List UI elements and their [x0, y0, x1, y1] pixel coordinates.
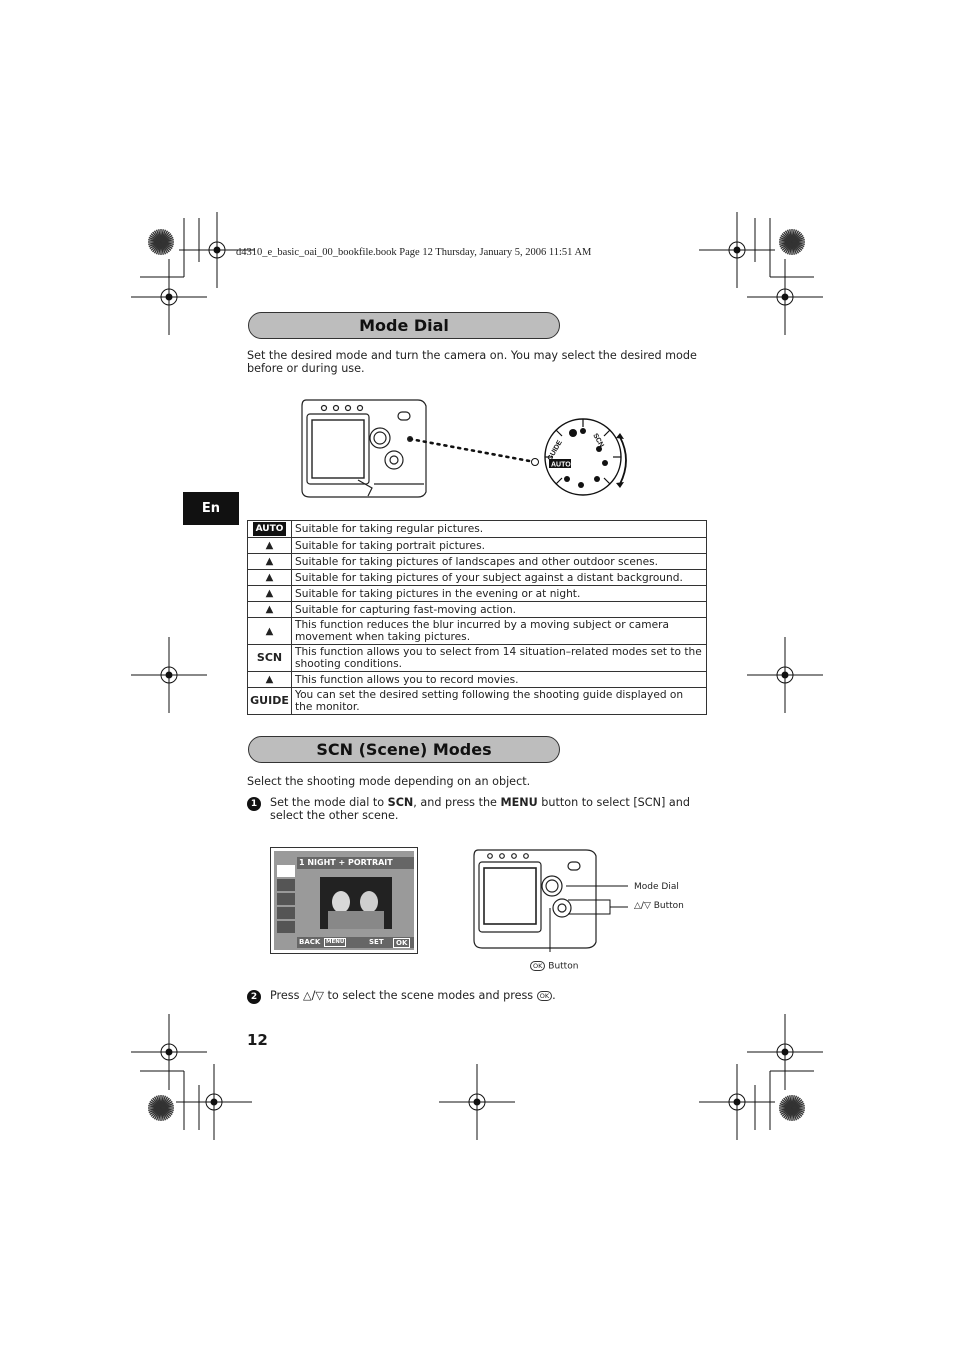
scn-label-text: SCN: [256, 651, 283, 664]
step-1-text-mid: , and press the: [413, 796, 501, 809]
mode-row: ▲Suitable for taking pictures of your su…: [247, 569, 707, 586]
lcd-header: 1 NIGHT + PORTRAIT: [297, 857, 414, 869]
mode-row: ▲This function reduces the blur incurred…: [247, 617, 707, 645]
guide-label-text: GUIDE: [250, 694, 289, 707]
step-1-text-pre: Set the mode dial to: [270, 796, 388, 809]
camera-back-illustration: [473, 849, 628, 952]
mode-description: Suitable for taking pictures of your sub…: [291, 569, 707, 586]
step-2-text-post: .: [552, 989, 556, 1002]
mode-table: AUTO Suitable for taking regular pictures…: [247, 520, 707, 715]
step-1-text-post: button to select [SCN] and select the ot…: [270, 796, 690, 822]
mode-row: ▲Suitable for taking pictures of landsca…: [247, 553, 707, 570]
step-2: 2 Press △/▽ to select the scene modes an…: [247, 989, 709, 1005]
lcd-footer: BACK MENU SET OK: [297, 937, 414, 948]
ok-button-callout-text: Button: [548, 961, 579, 972]
mode-description: You can set the desired setting followin…: [291, 687, 707, 715]
svg-text:AUTO: AUTO: [551, 462, 571, 469]
indoor-icon: [277, 893, 295, 905]
ok-button-callout: OK Button: [530, 961, 578, 972]
auto-icon: AUTO: [247, 520, 292, 538]
mode-description: Suitable for taking regular pictures.: [291, 520, 707, 538]
step-1: 1 Set the mode dial to SCN, and press th…: [247, 796, 709, 821]
mode-row: ▲Suitable for capturing fast-moving acti…: [247, 601, 707, 618]
scn-modes-heading: SCN (Scene) Modes: [248, 736, 560, 763]
mode-dial-heading: Mode Dial: [248, 312, 560, 339]
page-number: 12: [247, 1031, 268, 1049]
guide-label: GUIDE: [247, 687, 292, 715]
mode-dial-callout: Mode Dial: [634, 882, 679, 892]
mode-row: ▲Suitable for taking portrait pictures.: [247, 537, 707, 554]
movie-icon: ▲: [247, 671, 292, 688]
mode-row: ▲This function allows you to record movi…: [247, 671, 707, 688]
lcd-icon-column: [277, 865, 295, 937]
lcd-screen-illustration: 1 NIGHT + PORTRAIT BACK MENU SET OK: [270, 847, 418, 954]
camera-mode-dial-illustration: GUIDE AUTO SCN: [301, 399, 627, 498]
mode-description: Suitable for capturing fast-moving actio…: [291, 601, 707, 618]
scn-intro: Select the shooting mode depending on an…: [247, 775, 531, 788]
step-2-number: 2: [247, 990, 261, 1005]
step-1-number: 1: [247, 797, 261, 812]
lcd-inner: 1 NIGHT + PORTRAIT BACK MENU SET OK: [274, 851, 414, 950]
landscape-icon: ▲: [247, 553, 292, 570]
step-1-scn: SCN: [387, 796, 414, 809]
ok-icon: OK: [536, 991, 553, 1001]
step-1-menu: MENU: [500, 796, 538, 809]
sport-icon: [277, 879, 295, 891]
mode-description: This function reduces the blur incurred …: [291, 617, 707, 645]
mode-description: Suitable for taking pictures in the even…: [291, 585, 707, 602]
mode-row: AUTO Suitable for taking regular pictures…: [247, 520, 707, 538]
candle-icon: [277, 907, 295, 919]
night-scene-icon: ▲: [247, 585, 292, 602]
mode-row: ▲Suitable for taking pictures in the eve…: [247, 585, 707, 602]
mode-description: This function allows you to select from …: [291, 644, 707, 672]
scn-label: SCN: [247, 644, 292, 672]
menu-label: MENU: [324, 938, 347, 947]
mode-dial-intro: Set the desired mode and turn the camera…: [247, 349, 697, 375]
sport-icon: ▲: [247, 601, 292, 618]
landscape-portrait-icon: ▲: [247, 569, 292, 586]
set-label: SET: [369, 938, 384, 946]
ok-label: OK: [393, 938, 411, 948]
back-label: BACK: [299, 938, 321, 946]
file-info-header: d4310_e_basic_oai_00_bookfile.book Page …: [236, 247, 592, 258]
mode-description: Suitable for taking portrait pictures.: [291, 537, 707, 554]
mode-description: This function allows you to record movie…: [291, 671, 707, 688]
self-portrait-icon: [277, 921, 295, 933]
anti-shake-icon: ▲: [247, 617, 292, 645]
language-tab: En: [183, 492, 239, 525]
portrait-icon: ▲: [247, 537, 292, 554]
lcd-photo: [320, 877, 392, 929]
arrow-button-callout: △/▽ Button: [634, 901, 684, 911]
night-portrait-icon: [277, 865, 295, 877]
auto-icon-text: AUTO: [252, 522, 287, 536]
ok-button-icon: OK: [530, 961, 546, 971]
step-2-text-pre: Press △/▽ to select the scene modes and …: [270, 989, 537, 1002]
mode-description: Suitable for taking pictures of landscap…: [291, 553, 707, 570]
mode-row: SCN This function allows you to select fr…: [247, 644, 707, 672]
